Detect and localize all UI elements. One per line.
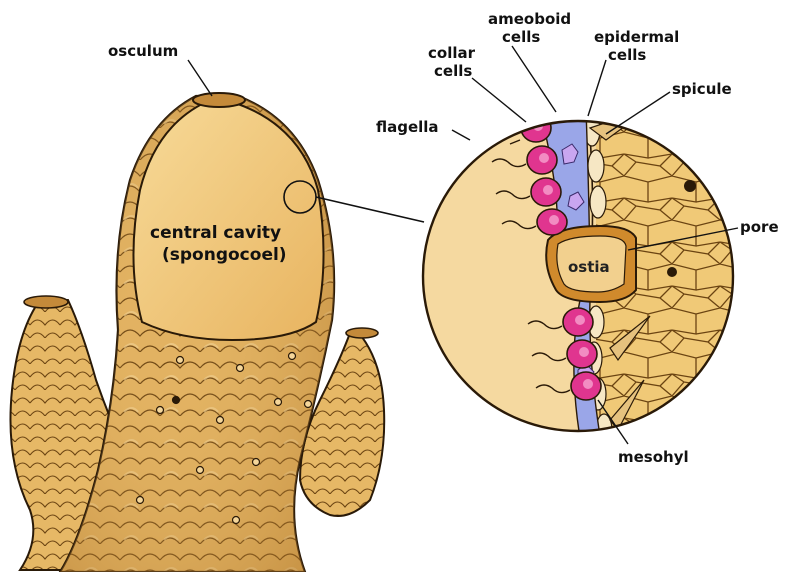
- label-collar-cells-1: collar: [428, 44, 476, 62]
- magnified-wall: [423, 108, 746, 460]
- zoom-connector: [316, 197, 424, 222]
- label-central-cavity-2: (spongocoel): [162, 245, 287, 265]
- label-spicule: spicule: [672, 80, 732, 98]
- label-epidermal-cells-1: epidermal: [594, 28, 679, 46]
- label-flagella: flagella: [376, 118, 439, 136]
- label-ostia: ostia: [568, 258, 610, 276]
- label-collar-cells-2: cells: [434, 62, 472, 80]
- right-branch-opening: [346, 328, 378, 338]
- osculum-rim: [193, 93, 245, 107]
- label-central-cavity-1: central cavity: [150, 223, 281, 243]
- label-ameoboid-cells-1: ameoboid: [488, 10, 571, 28]
- label-epidermal-cells-2: cells: [608, 46, 646, 64]
- label-pore: pore: [740, 218, 779, 236]
- label-mesohyl: mesohyl: [618, 448, 689, 466]
- sponge-body: [10, 93, 424, 572]
- left-branch-opening: [24, 296, 68, 308]
- label-osculum: osculum: [108, 42, 178, 60]
- label-ameoboid-cells-2: cells: [502, 28, 540, 46]
